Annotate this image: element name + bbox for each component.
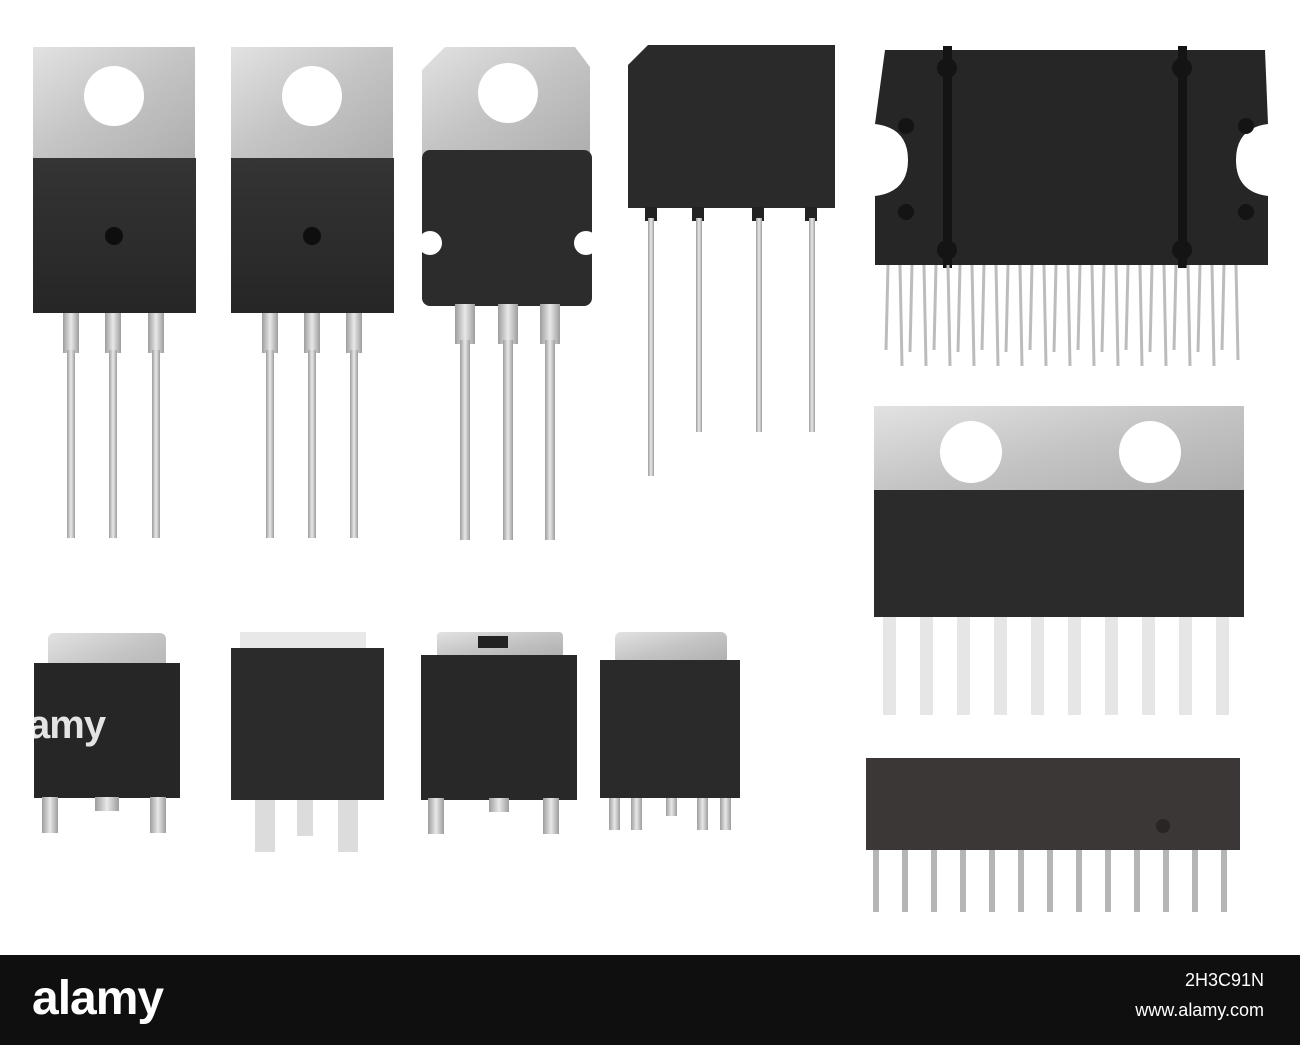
- watermark-brand: alamy: [32, 972, 164, 1025]
- watermark-image-id: 2H3C91N: [1184, 970, 1264, 990]
- sil-ic-with-heatsink: [874, 406, 1244, 715]
- to220-transistor-2: [231, 47, 394, 538]
- watermark-overlay-text: amy: [28, 703, 106, 747]
- sip-hybrid-ic: [866, 758, 1240, 912]
- watermark-site: www.alamy.com: [1135, 1000, 1264, 1020]
- bridge-rectifier: [628, 45, 835, 476]
- photo: [33, 45, 1268, 912]
- to220-transistor-3: [418, 47, 598, 540]
- to220-transistor-1: [33, 47, 196, 538]
- dpak-transistor-2: [231, 632, 384, 852]
- dpak-transistor-1: [34, 633, 180, 833]
- watermark-bar: alamy 2H3C91N www.alamy.com: [0, 955, 1300, 1045]
- multi-pin-amplifier-ic: [875, 46, 1268, 367]
- dpak-transistor-3: [421, 632, 577, 834]
- dpak-transistor-4: [600, 632, 740, 830]
